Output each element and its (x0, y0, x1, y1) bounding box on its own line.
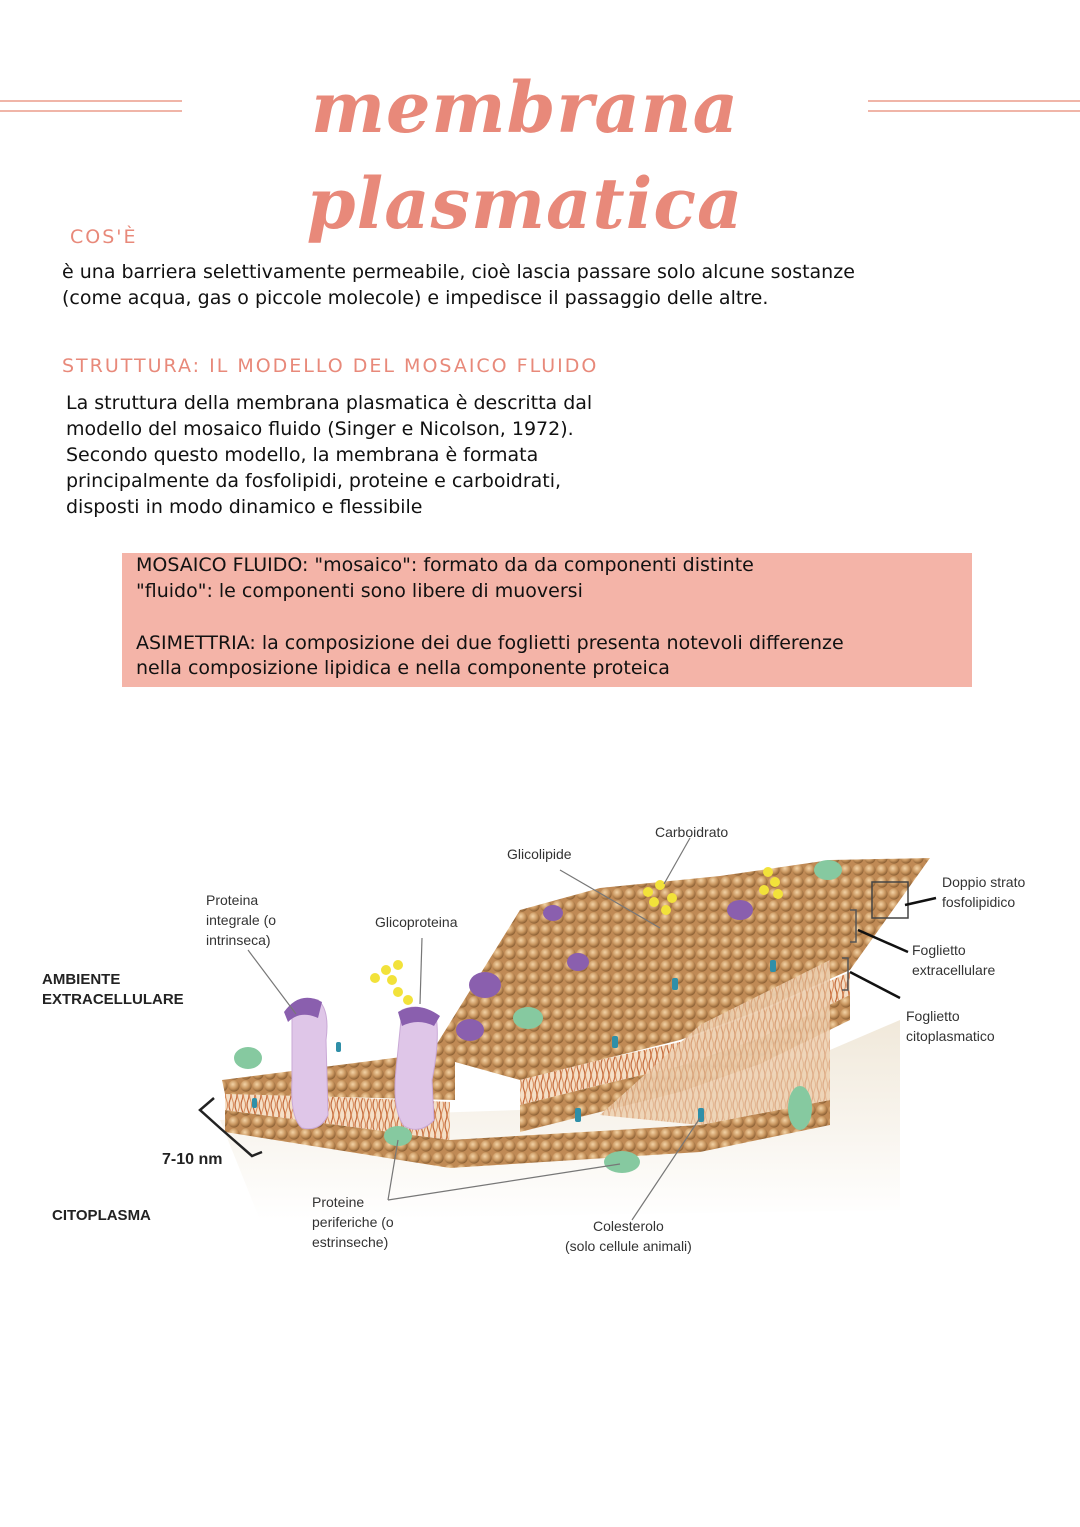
callout-line-fluido: "fluido": le componenti sono libere di m… (136, 580, 583, 602)
title-rule-left-bottom (0, 110, 182, 112)
carbohydrate-chains (643, 867, 783, 915)
callout-line-asimmetria-2: nella composizione lipidica e nella comp… (136, 657, 670, 679)
label-spessore: 7-10 nm (162, 1151, 223, 1168)
section2-paragraph: La struttura della membrana plasmatica è… (66, 390, 592, 520)
thickness-bracket (198, 1097, 263, 1158)
label-doppio-strato: Doppio strato fosfolipidico (942, 874, 1026, 910)
section2-line: La struttura della membrana plasmatica è… (66, 392, 593, 414)
title-rule-right-bottom (868, 110, 1080, 112)
cholesterol-molecules (252, 960, 776, 1122)
section1-line: è una barriera selettivamente permeabile… (62, 261, 855, 283)
title-rule-right-top (868, 100, 1080, 102)
title-row: membrana plasmatica (0, 60, 1080, 245)
label-carboidrato: Carboidrato (655, 824, 729, 840)
callout-line-asimmetria: ASIMETTRIA: la composizione dei due fogl… (136, 632, 844, 654)
protein-blobs (234, 860, 842, 1173)
section2-line: principalmente da fosfolipidi, proteine … (66, 470, 562, 492)
section-heading-cos-e: COS'È (70, 226, 138, 248)
label-foglietto-citoplasmatico: Foglietto citoplasmatico (906, 1008, 995, 1044)
section2-line: modello del mosaico fluido (Singer e Nic… (66, 418, 574, 440)
callout-line-mosaico: MOSAICO FLUIDO: "mosaico": formato da da… (136, 554, 754, 576)
section2-line: Secondo questo modello, la membrana è fo… (66, 444, 539, 466)
glycoprotein (370, 960, 440, 1130)
label-proteine-periferiche: Proteine periferiche (o estrinseche) (312, 1194, 394, 1250)
leader-lines (247, 837, 701, 1221)
label-glicoproteina: Glicoproteina (375, 914, 458, 930)
cytoplasmic-leaflet (225, 1100, 830, 1168)
title-rule-left-top (0, 100, 182, 102)
section1-line: (come acqua, gas o piccole molecole) e i… (62, 287, 769, 309)
leader-lines-bold (842, 881, 937, 1000)
callout-box: MOSAICO FLUIDO: "mosaico": formato da da… (122, 553, 972, 687)
page-title: membrana plasmatica (306, 66, 744, 245)
tail-cut-face (520, 972, 850, 1105)
label-glicolipide: Glicolipide (507, 846, 572, 862)
section1-paragraph: è una barriera selettivamente permeabile… (62, 259, 855, 311)
lower-leaflet-right (520, 995, 850, 1132)
membrane-illustration (198, 837, 937, 1221)
integral-protein (284, 997, 329, 1130)
label-citoplasma: CITOPLASMA (52, 1207, 151, 1224)
label-foglietto-extracellulare: Foglietto extracellulare (912, 942, 996, 978)
label-colesterolo: Colesterolo (solo cellule animali) (565, 1218, 692, 1254)
membrane-diagram: Carboidrato Glicolipide Proteina integra… (0, 780, 1080, 1280)
glycoprotein-carbohydrate (370, 960, 413, 1005)
label-ambiente-extracellulare: AMBIENTE EXTRACELLULARE (42, 971, 184, 1008)
label-proteina-integrale: Proteina integrale (o intrinseca) (206, 892, 277, 948)
section-heading-struttura: STRUTTURA: IL MODELLO DEL MOSAICO FLUIDO (62, 355, 599, 377)
section2-line: disposti in modo dinamico e flessibile (66, 496, 423, 518)
